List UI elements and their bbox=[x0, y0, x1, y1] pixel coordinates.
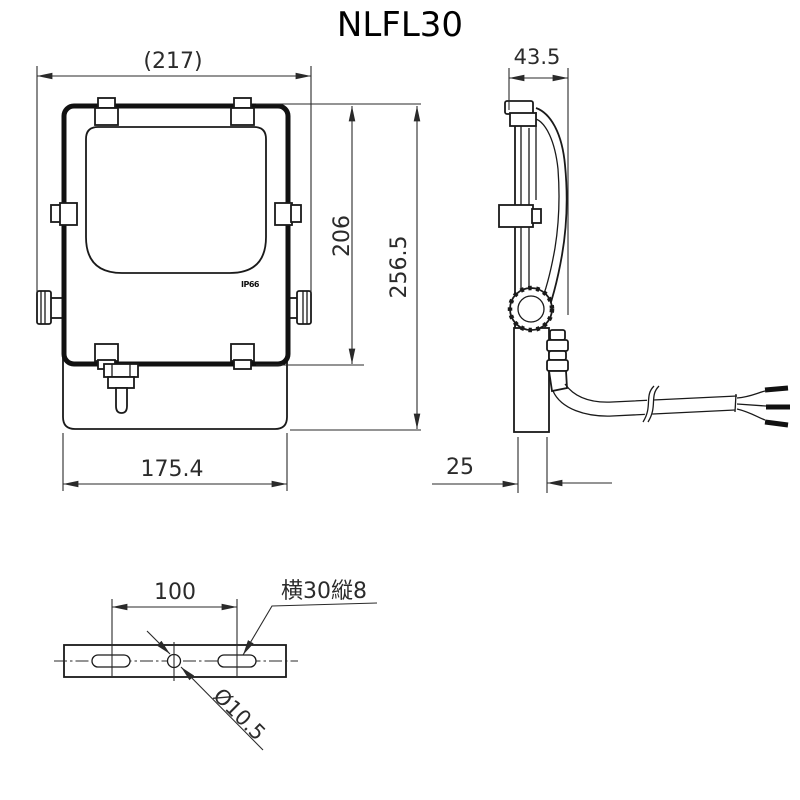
clip-bottom-right bbox=[230, 343, 255, 370]
adjustment-knob bbox=[507, 285, 555, 333]
cable-gland-front bbox=[103, 363, 139, 414]
housing-front bbox=[61, 103, 291, 367]
mounting-yoke bbox=[62, 298, 288, 430]
dim-hole-pitch: 100 bbox=[111, 580, 238, 676]
dim-width-bracket: 175.4 bbox=[62, 433, 288, 491]
mounting-slot-left bbox=[91, 654, 131, 668]
svg-text:横30縦8: 横30縦8 bbox=[281, 579, 367, 604]
clip-top-left bbox=[94, 97, 119, 126]
front-view: IP66 bbox=[36, 49, 421, 491]
dim-height-body: 206 bbox=[256, 103, 421, 366]
svg-text:43.5: 43.5 bbox=[514, 45, 561, 69]
clip-side-left bbox=[50, 202, 78, 226]
clip-top-right bbox=[230, 97, 255, 126]
drawing-title: NLFL30 bbox=[337, 5, 463, 45]
bracket-arm-side bbox=[513, 327, 550, 433]
dim-depth-top: 43.5 bbox=[508, 45, 569, 315]
wire-ends bbox=[736, 385, 790, 428]
cable-gland-side bbox=[546, 329, 569, 393]
bottom-view: 100 横30縦8 Ø10.5 bbox=[54, 579, 378, 751]
ip-rating-label: IP66 bbox=[241, 280, 260, 289]
svg-text:206: 206 bbox=[330, 215, 355, 257]
svg-text:(217): (217) bbox=[143, 49, 202, 74]
svg-text:Ø10.5: Ø10.5 bbox=[208, 684, 270, 746]
clip-top-side bbox=[504, 100, 537, 127]
left-knob bbox=[36, 290, 66, 325]
side-view: 43.5 25 bbox=[432, 45, 790, 493]
svg-text:25: 25 bbox=[446, 455, 474, 480]
svg-text:100: 100 bbox=[154, 580, 196, 605]
power-cable bbox=[552, 383, 790, 428]
dim-depth-bracket: 25 bbox=[432, 437, 612, 493]
svg-text:175.4: 175.4 bbox=[141, 457, 204, 482]
svg-text:256.5: 256.5 bbox=[387, 236, 412, 299]
slot-size-callout: 横30縦8 bbox=[242, 579, 378, 656]
clip-side-profile bbox=[498, 204, 542, 228]
dim-height-overall: 256.5 bbox=[290, 106, 421, 431]
clip-side-right bbox=[274, 202, 302, 226]
lens bbox=[85, 126, 267, 274]
